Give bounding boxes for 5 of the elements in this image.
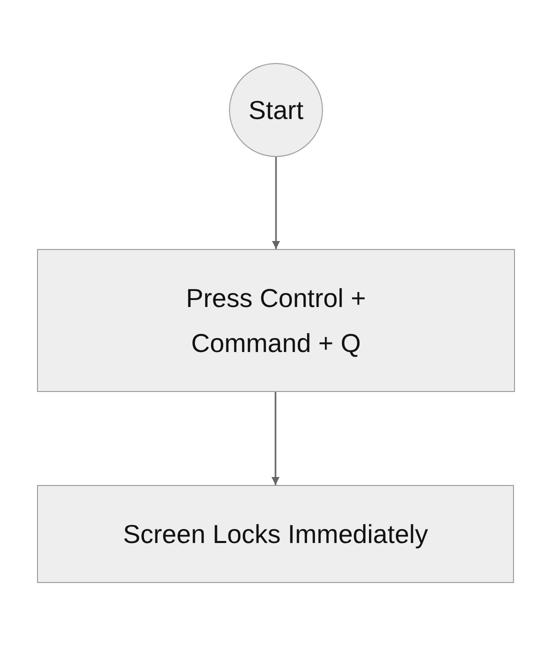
arrow: [272, 392, 280, 485]
process-box: Press Control + Command + Q: [37, 249, 515, 392]
process-box: Screen Locks Immediately: [37, 485, 514, 583]
start-circle: Start: [229, 63, 323, 157]
arrow: [272, 157, 280, 249]
